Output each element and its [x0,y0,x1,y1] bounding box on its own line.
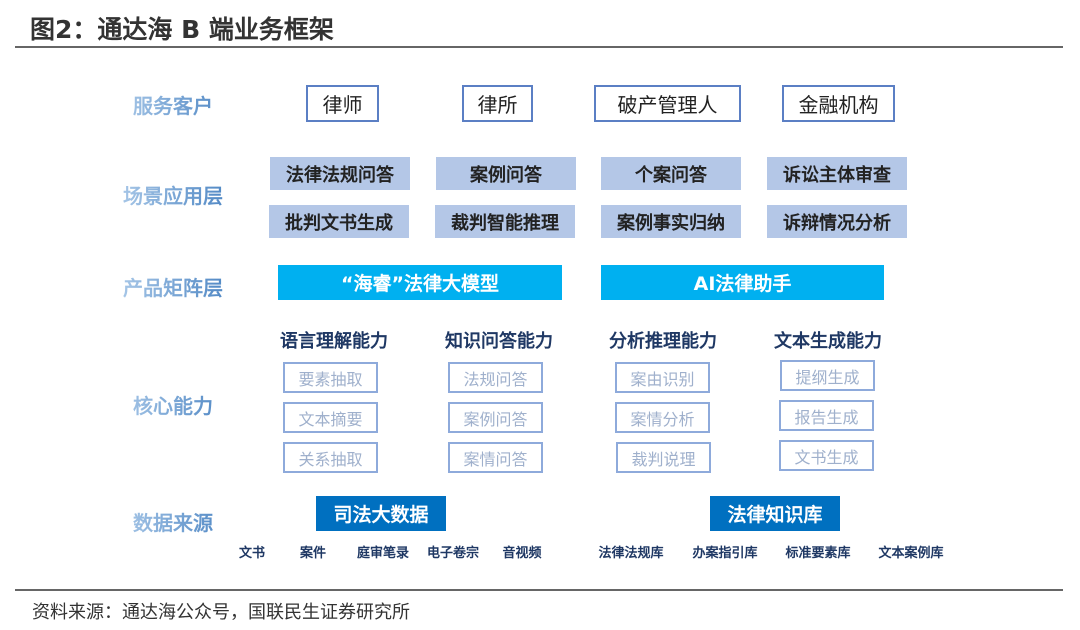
data-source-button: 法律知识库 [710,496,840,531]
data-source-button: 司法大数据 [316,496,446,531]
scene-box: 诉讼主体审查 [767,157,907,190]
data-item: 案件 [299,546,327,561]
capability-item: 文书生成 [779,440,874,471]
row-label-capabilities: 核心能力 [118,390,228,419]
data-item: 文本案例库 [878,546,944,561]
row-label-products: 产品矩阵层 [118,272,228,301]
row-label-scenes: 场景应用层 [118,180,228,209]
scene-box: 批判文书生成 [269,205,409,238]
scene-box: 个案问答 [601,157,741,190]
source-note: 资料来源：通达海公众号，国联民生证券研究所 [32,602,410,623]
row-label-data: 数据来源 [118,507,228,536]
capability-item: 提纲生成 [780,360,875,391]
data-item: 电子卷宗 [426,546,480,561]
product-bar: “海睿”法律大模型 [278,265,562,300]
client-box: 律所 [462,85,533,122]
capability-item: 文本摘要 [283,402,378,433]
row-label-clients: 服务客户 [118,90,228,119]
scene-box: 裁判智能推理 [435,205,575,238]
capability-item: 案例问答 [448,402,543,433]
capability-header: 知识问答能力 [445,331,553,352]
capability-item: 要素抽取 [283,362,378,393]
capability-item: 关系抽取 [283,442,378,473]
client-box: 破产管理人 [594,85,741,122]
capability-header: 语言理解能力 [280,331,388,352]
product-bar: AI法律助手 [601,265,884,300]
data-item: 音视频 [502,546,542,561]
scene-box: 法律法规问答 [270,157,410,190]
capability-header: 分析推理能力 [609,331,717,352]
data-item: 标准要素库 [785,546,851,561]
top-divider [15,46,1063,48]
scene-box: 诉辩情况分析 [767,205,907,238]
capability-item: 报告生成 [779,400,874,431]
capability-item: 案情问答 [448,442,543,473]
data-item: 法律法规库 [598,546,664,561]
data-item: 文书 [238,546,266,561]
data-item: 庭审笔录 [356,546,410,561]
bottom-divider [15,589,1063,591]
scene-box: 案例问答 [436,157,576,190]
capability-item: 法规问答 [448,362,543,393]
figure-title: 图2：通达海 B 端业务框架 [30,15,334,44]
capability-header: 文本生成能力 [774,331,882,352]
scene-box: 案例事实归纳 [601,205,741,238]
client-box: 律师 [306,85,379,122]
capability-item: 裁判说理 [616,442,711,473]
capability-item: 案情分析 [615,402,710,433]
data-item: 办案指引库 [692,546,758,561]
capability-item: 案由识别 [615,362,710,393]
client-box: 金融机构 [782,85,895,122]
